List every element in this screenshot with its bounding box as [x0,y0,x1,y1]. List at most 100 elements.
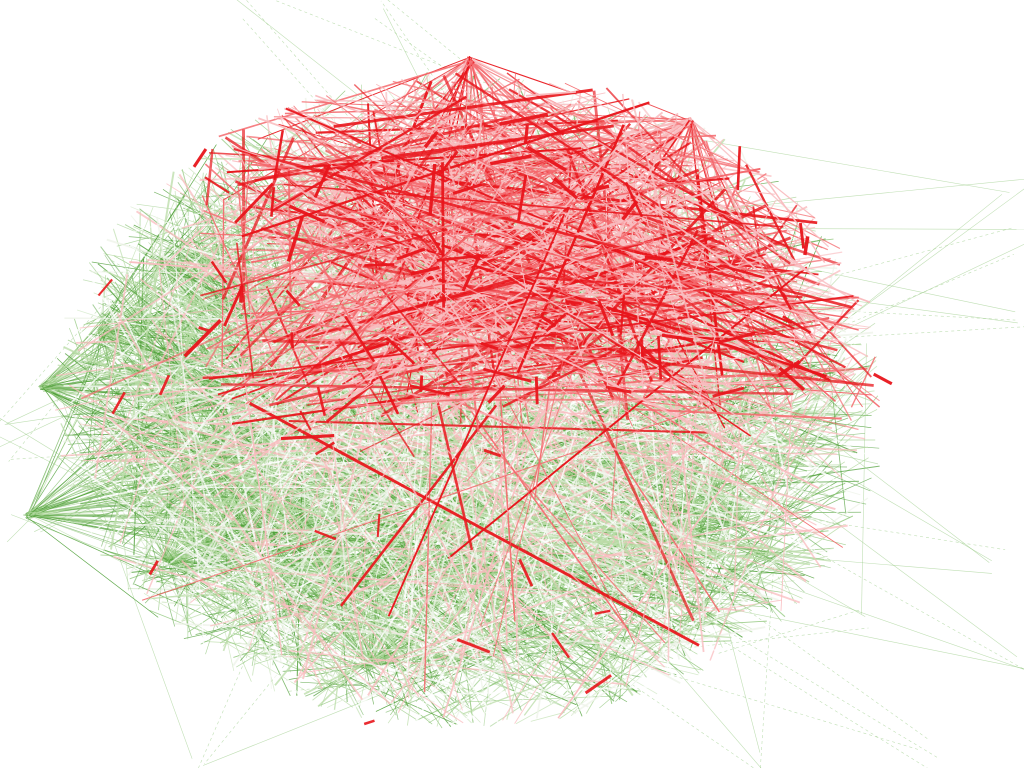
edge [232,313,474,667]
edge [454,72,678,219]
edge [297,221,334,240]
edge [207,183,291,666]
edge [192,148,208,168]
edge [264,455,309,493]
edge [261,186,291,227]
edge [185,419,526,526]
edge [456,638,491,654]
edge [456,103,636,260]
edge [545,313,567,333]
edge [25,516,159,618]
edge [169,302,188,343]
edge [149,215,160,330]
edge [270,187,276,217]
edge [313,163,332,199]
edge [564,82,739,166]
edge [428,163,437,214]
edge [777,359,801,377]
edge [363,582,920,751]
edge [175,486,613,489]
edge [379,353,762,416]
edge [100,279,186,343]
edge [372,16,774,303]
edge [241,17,569,385]
edge [131,284,145,336]
edge [743,398,830,425]
edge [267,278,654,289]
edge [245,0,514,306]
edge [314,441,335,456]
edge [597,356,703,382]
edge [415,448,570,723]
edge [281,116,427,205]
edge [612,202,717,338]
edge [135,556,165,560]
edge [234,182,274,224]
edge [250,163,310,170]
edge [229,194,411,302]
edge [446,163,465,213]
edge [86,472,395,706]
edge [141,372,807,601]
edge [492,161,775,195]
edge [201,195,278,362]
edge [377,284,462,386]
edge [765,353,856,508]
edge [861,343,867,615]
edge [392,80,738,167]
edge [692,121,830,248]
edge [776,285,793,311]
edge [518,558,534,587]
edge [137,409,779,601]
edge [97,463,262,661]
edge [558,507,844,722]
edge [426,229,445,257]
edge [204,176,230,194]
edge [586,466,816,551]
edge [148,357,644,658]
edge [200,228,447,297]
edge [419,375,424,392]
edge [389,276,533,316]
edge [288,627,869,692]
edge [280,434,335,441]
edge [433,495,593,563]
edge [499,112,549,126]
edge [774,402,838,435]
edge [106,370,367,574]
edge [273,160,416,400]
edge [436,401,474,551]
edge [325,95,410,159]
edge [203,292,587,765]
edge [565,300,582,306]
edge [458,246,732,415]
edge [148,537,589,708]
edge [483,448,502,458]
edge [384,92,606,142]
edge [719,264,765,279]
edge [280,244,346,336]
edge [215,568,571,593]
edge [355,625,518,703]
edge [119,179,215,441]
edge [647,103,693,123]
edge [768,229,857,352]
edge [757,173,767,180]
edge [798,222,806,249]
edge [223,284,245,327]
edge [223,275,516,295]
edge [493,222,639,351]
edge [313,114,576,215]
edge [639,359,874,387]
edge [254,138,520,182]
edge [115,345,612,399]
edge [171,252,788,418]
edge [670,262,842,295]
edge [584,674,612,695]
edge [181,560,221,598]
edge [421,117,665,137]
edge [517,174,528,221]
edge [601,386,709,408]
edge [316,386,327,416]
